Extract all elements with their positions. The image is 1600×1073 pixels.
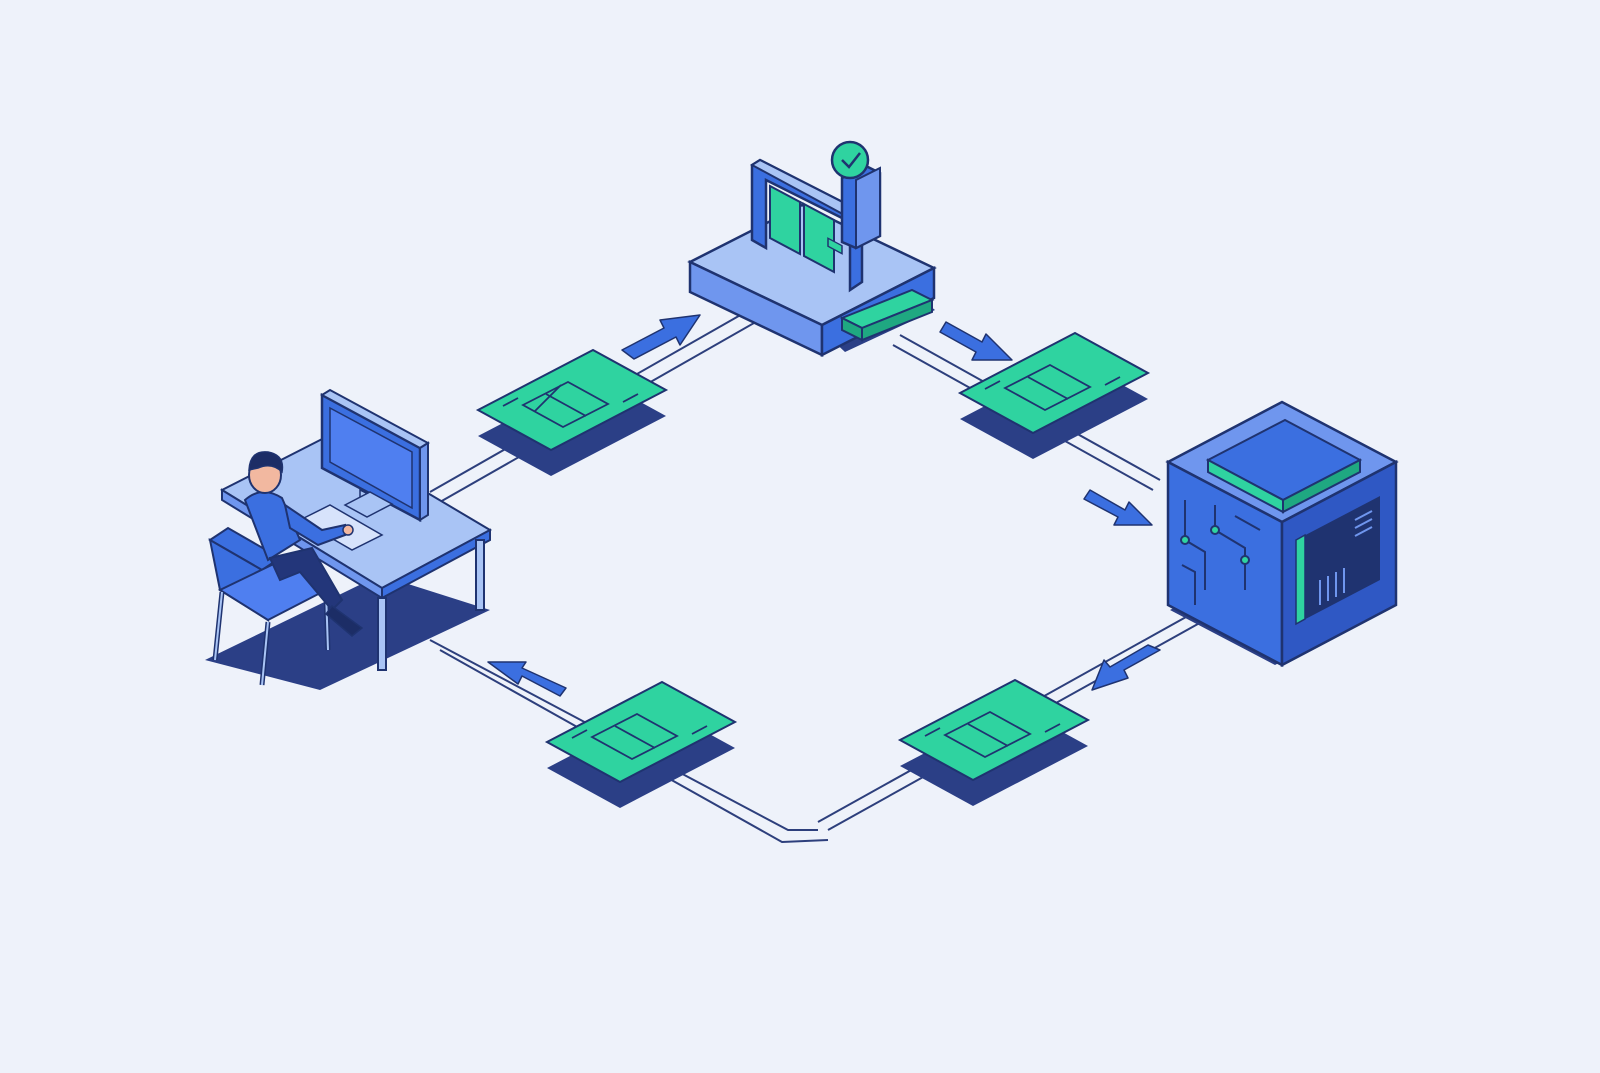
arrow-to-server	[1083, 489, 1153, 526]
approval-gateway	[687, 140, 937, 358]
arrow-to-workstation	[487, 661, 567, 697]
document-card-top-right	[957, 331, 1151, 459]
arrow-from-gateway	[939, 321, 1013, 361]
workstation-user	[205, 388, 493, 690]
circuit-icon	[1180, 500, 1261, 605]
document-card-bottom-right	[897, 678, 1091, 806]
arrow-to-gateway	[621, 314, 701, 360]
document-card-bottom-left	[544, 680, 738, 808]
arrow-from-server	[1091, 644, 1161, 691]
document-layout-icon	[571, 712, 708, 761]
check-clock-icon	[830, 140, 870, 180]
document-layout-icon	[984, 363, 1121, 412]
document-layout-icon	[924, 710, 1061, 759]
document-card-top-left	[475, 348, 669, 476]
document-layout-icon	[502, 380, 639, 429]
processing-server	[1165, 400, 1399, 668]
